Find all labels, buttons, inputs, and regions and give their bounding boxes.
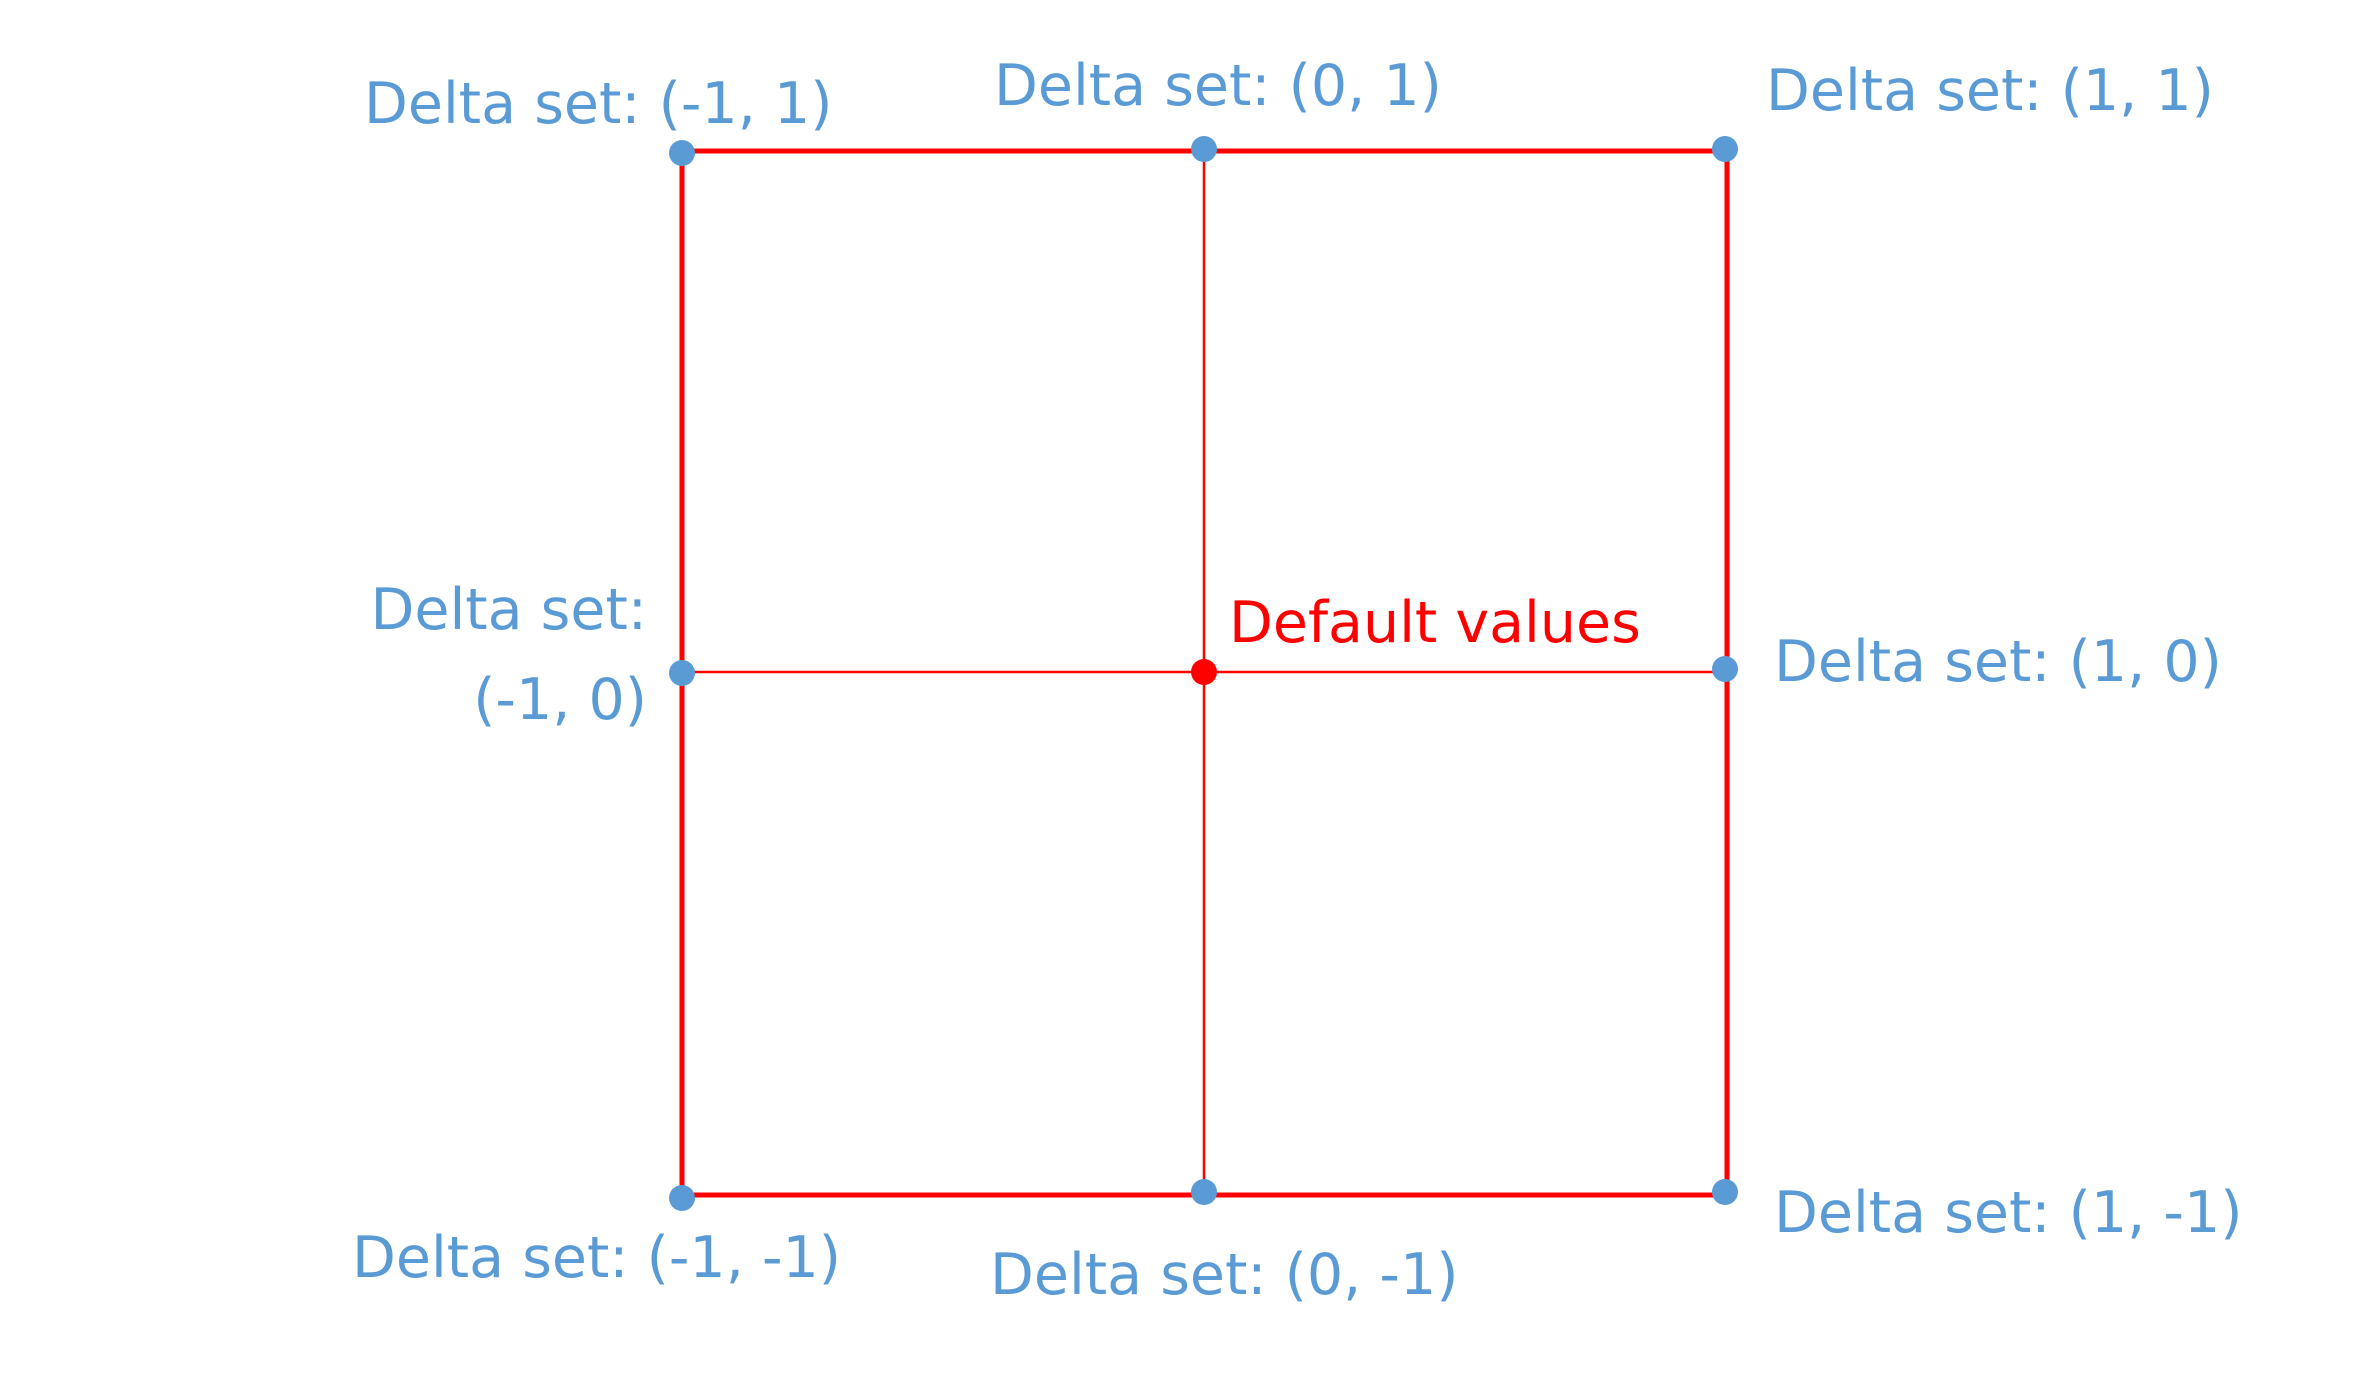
point-bm [1191, 1179, 1217, 1205]
point-tl [669, 140, 695, 166]
label-br: Delta set: (1, -1) [1774, 1180, 2243, 1246]
point-bl [669, 1185, 695, 1211]
label-tl: Delta set: (-1, 1) [364, 71, 833, 137]
point-tr [1712, 136, 1738, 162]
label-bl: Delta set: (-1, -1) [352, 1225, 842, 1291]
label-default-values: Default values [1229, 590, 1641, 656]
label-tm: Delta set: (0, 1) [994, 53, 1442, 119]
point-tm [1191, 136, 1217, 162]
point-br [1712, 1179, 1738, 1205]
label-bm: Delta set: (0, -1) [990, 1242, 1459, 1308]
label-tr: Delta set: (1, 1) [1766, 58, 2214, 124]
default-values-point [1191, 659, 1217, 685]
point-mr [1712, 656, 1738, 682]
point-ml [669, 660, 695, 686]
label-mr: Delta set: (1, 0) [1774, 629, 2222, 695]
label-ml-line2: (-1, 0) [473, 667, 647, 733]
label-ml-line1: Delta set: [370, 577, 647, 643]
